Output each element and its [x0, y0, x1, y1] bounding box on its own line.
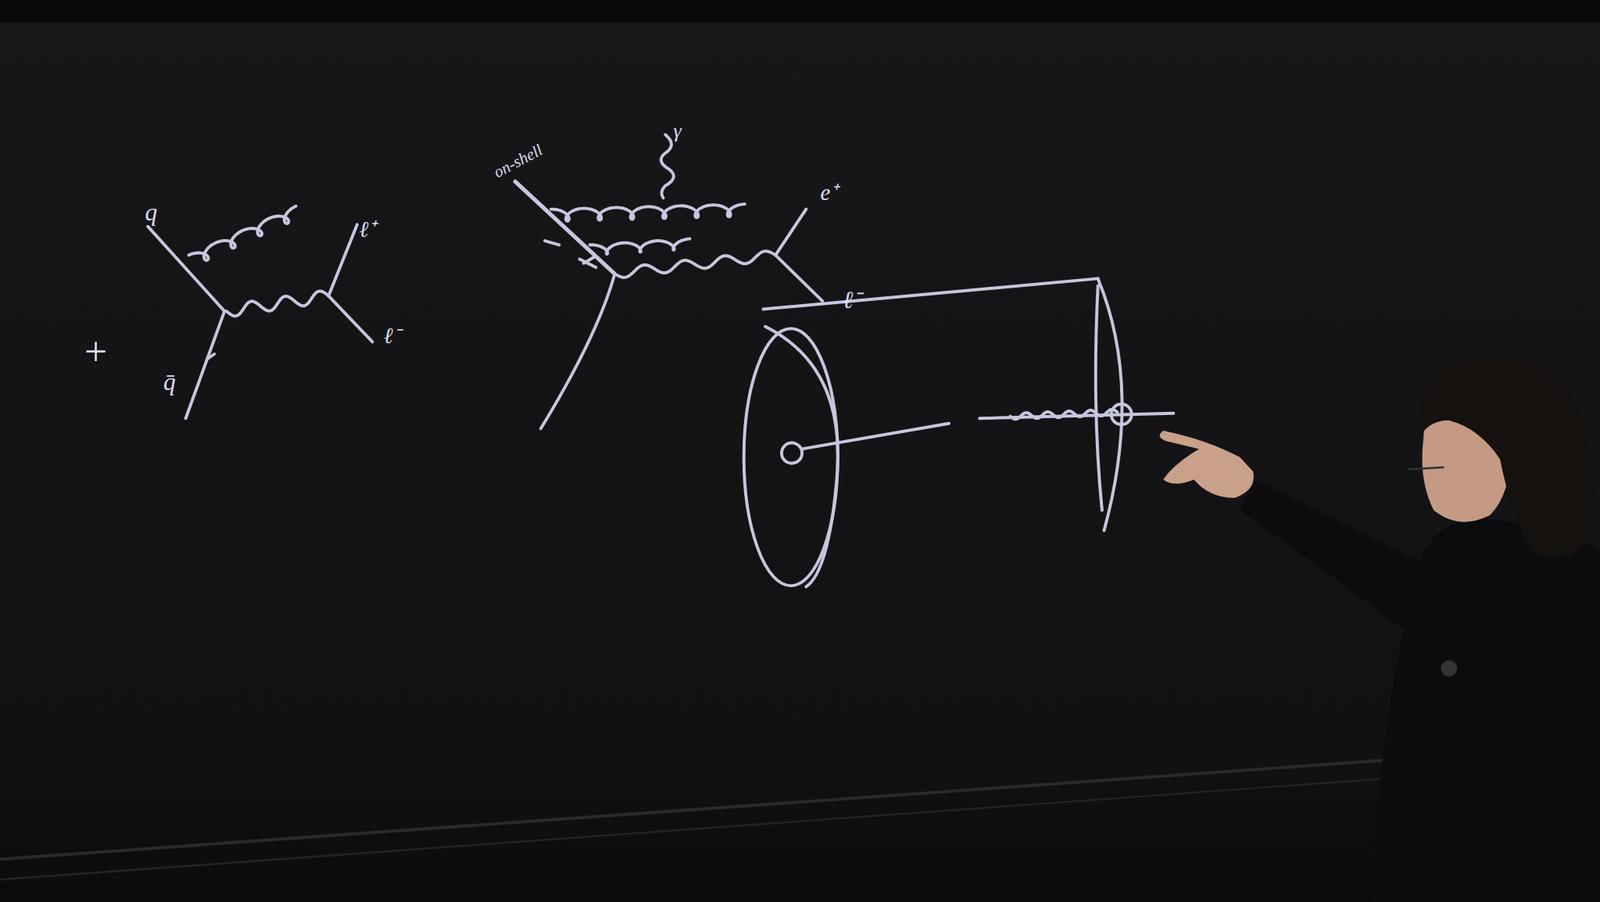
lepton-line: [328, 296, 373, 343]
hair: [1418, 356, 1595, 558]
cylinder-end: [765, 326, 838, 588]
hand: [1159, 430, 1254, 498]
torso: [1372, 518, 1600, 902]
lepton-line: [775, 254, 823, 301]
photon-line: [614, 250, 776, 278]
chalk-label: q: [144, 200, 158, 225]
beam-spot: [781, 443, 802, 464]
antiquark-line: [186, 311, 226, 419]
arrow-mark: [544, 240, 596, 268]
chalk-label: q̄: [163, 369, 176, 394]
lecturer: [1159, 356, 1600, 902]
chalk-label: ℓ⁻: [842, 287, 861, 312]
gluon-line: [189, 206, 297, 261]
beam-line: [801, 423, 949, 450]
chalk-tray-edge: [0, 775, 1429, 880]
chalk-label: +: [81, 331, 109, 373]
photon-line: [1009, 409, 1117, 419]
chalk-label: ℓ⁻: [383, 324, 401, 348]
cylinder-end: [744, 328, 838, 586]
gluon-line: [551, 204, 745, 222]
board-top-frame: [0, 0, 1600, 23]
incoming-parton: [540, 275, 615, 429]
microphone: [1440, 660, 1457, 677]
lepton-line: [328, 224, 358, 296]
arrow-mark: [207, 354, 215, 360]
photon-line: [226, 290, 330, 316]
incoming-quark: [515, 181, 615, 273]
cylinder-edge: [762, 278, 1098, 309]
chalk-label: ℓ⁺: [359, 218, 376, 241]
chalk-tray: [0, 757, 1429, 860]
chalk-label: γ: [673, 120, 682, 141]
chalk-drawing: [147, 134, 1174, 587]
quark-line: [147, 226, 225, 312]
cylinder-end: [1095, 286, 1103, 511]
glasses: [1408, 467, 1445, 470]
photon-squiggle: [661, 134, 674, 198]
gluon-line: [590, 238, 691, 255]
chalk-label: e⁺: [820, 181, 838, 205]
lepton-line: [775, 209, 806, 256]
